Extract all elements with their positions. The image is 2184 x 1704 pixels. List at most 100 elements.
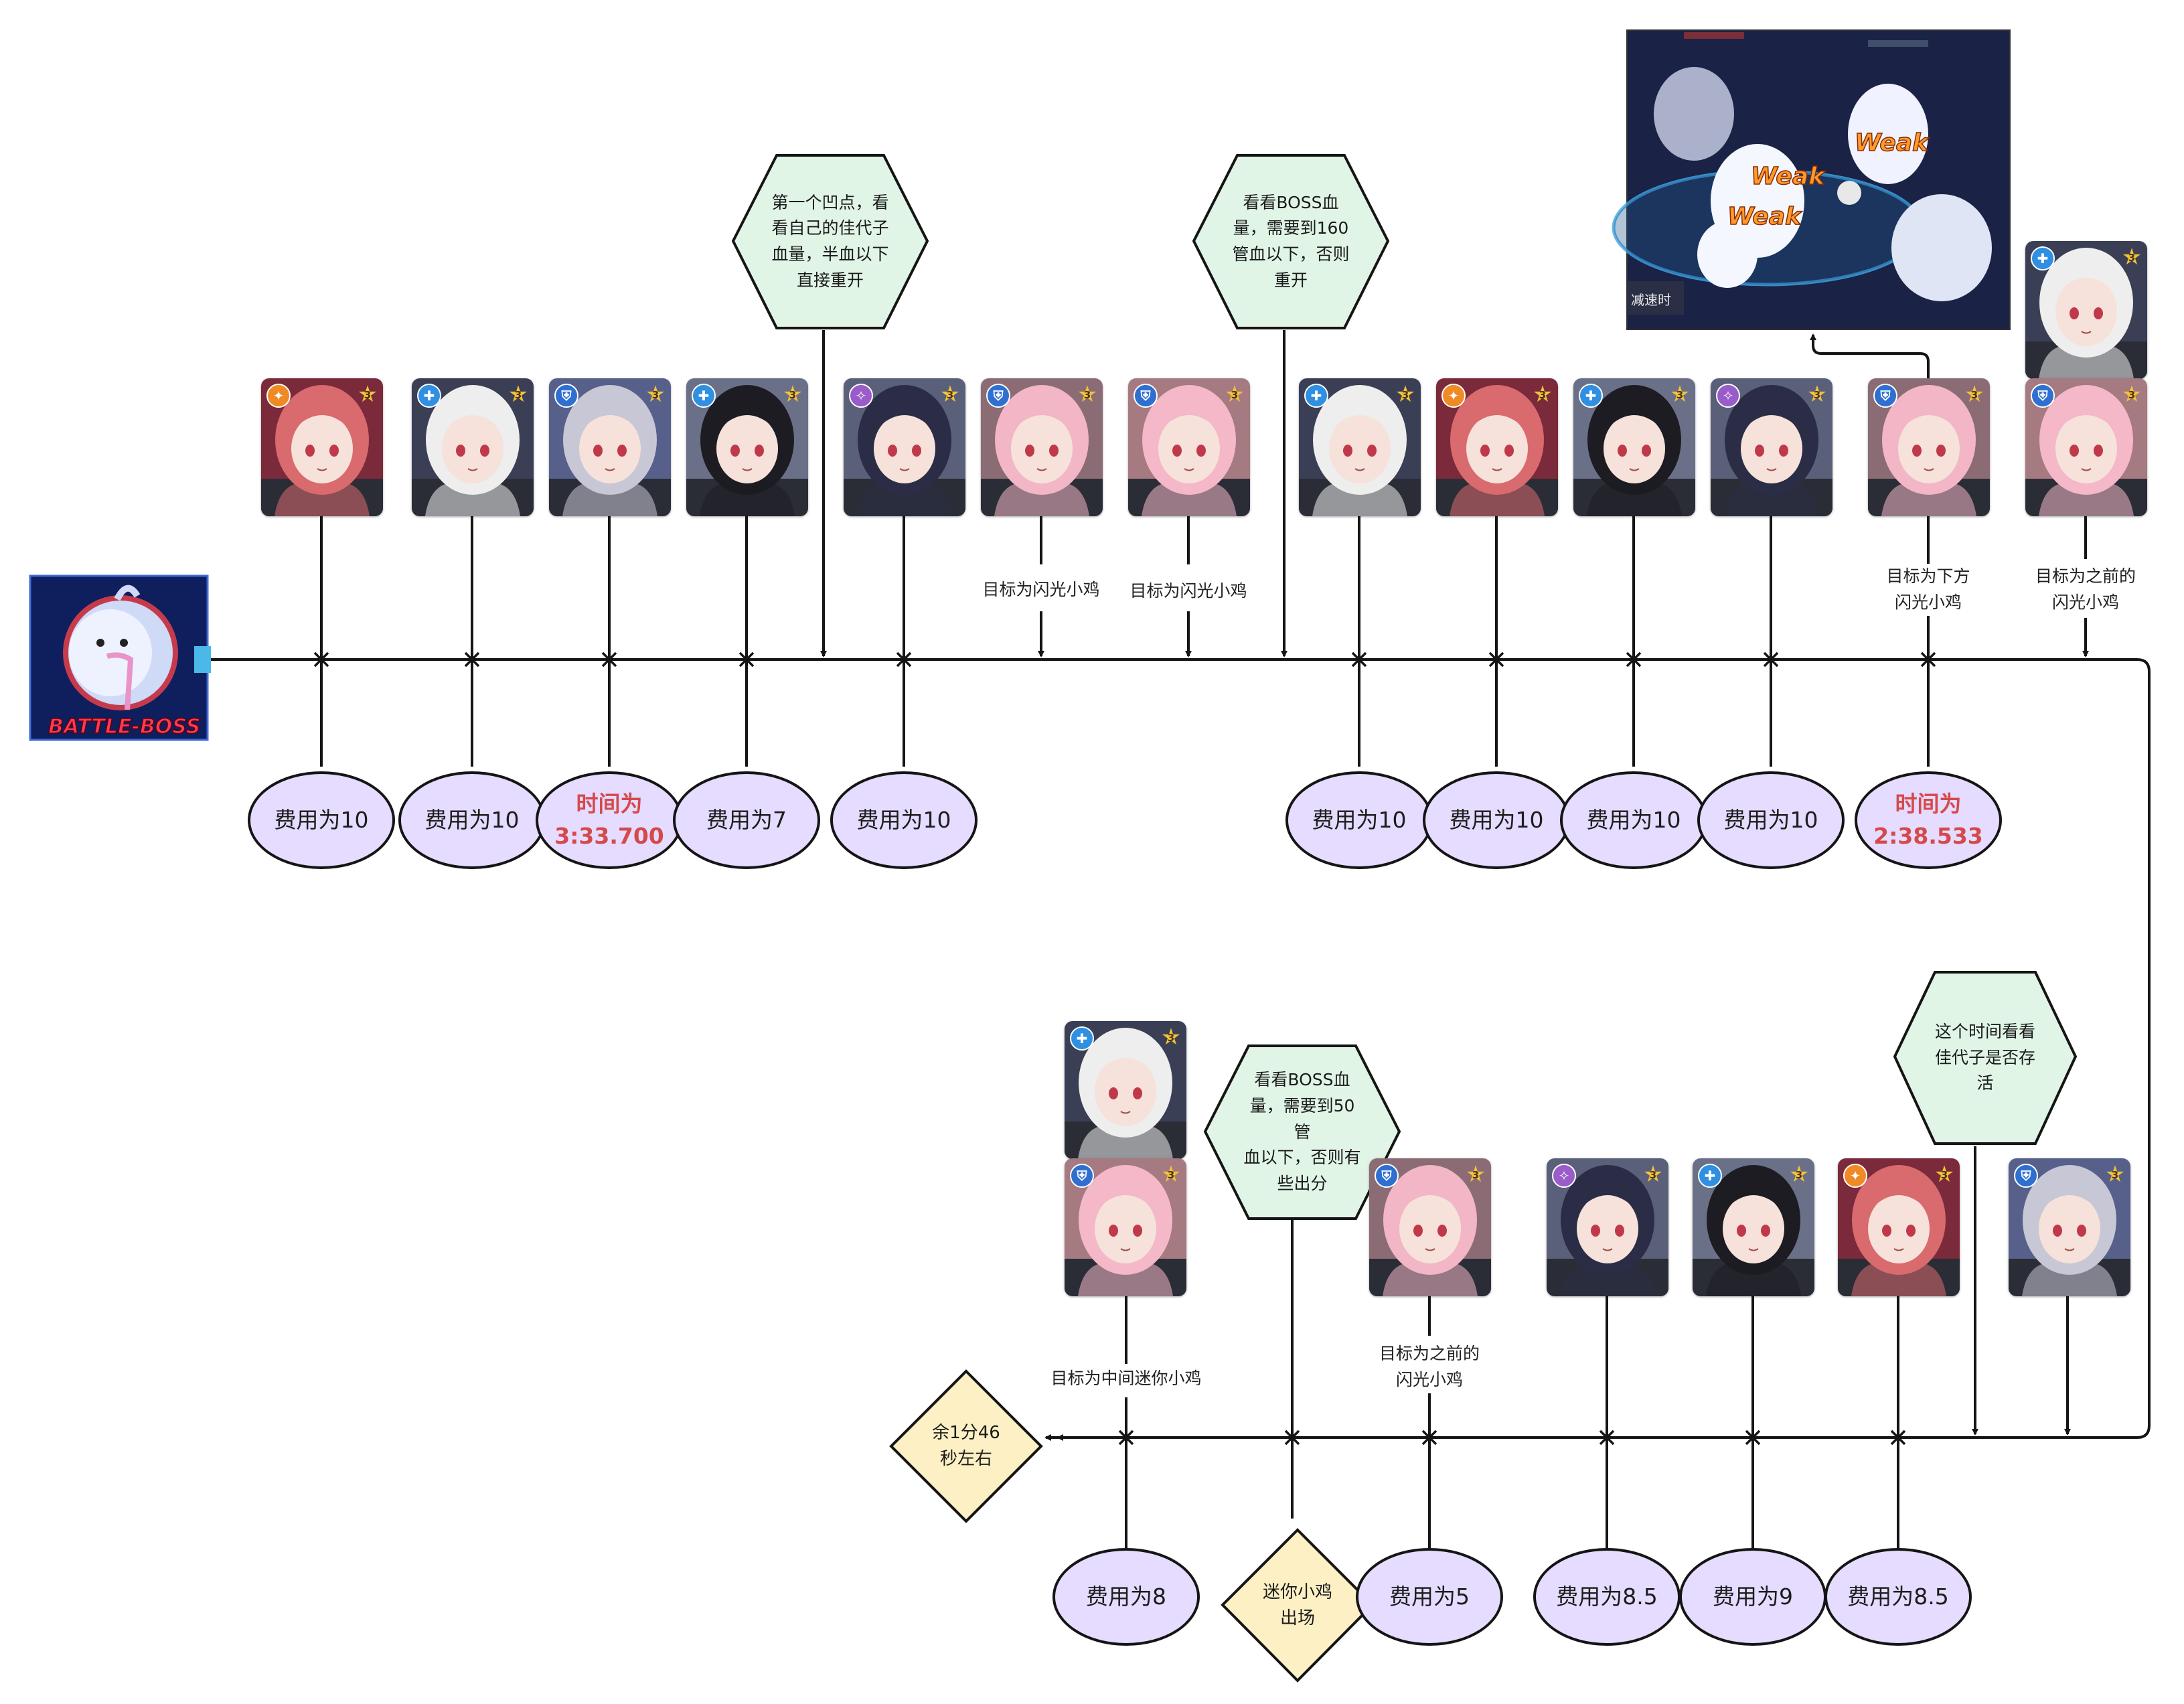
- star-rank-icon: ★3: [939, 381, 961, 408]
- role-striker-icon: ✦: [1843, 1164, 1867, 1188]
- cost-ellipse: 费用为7: [673, 771, 820, 869]
- time-value: 3:33.700: [554, 823, 664, 849]
- pink-tank-student-card-3: ⛨ ★3: [1065, 1158, 1186, 1296]
- role-special-icon: ✚: [1070, 1026, 1094, 1051]
- star-rank-icon: ★3: [1934, 1161, 1955, 1188]
- star-rank-icon: ★3: [1532, 381, 1553, 408]
- note-hexagon-shape: [731, 154, 929, 329]
- star-rank-icon: ★3: [1395, 381, 1416, 408]
- role-mystic-icon: ✧: [849, 384, 873, 408]
- target-label: 目标为闪光小鸡: [1121, 578, 1255, 605]
- role-mystic-icon: ✧: [1552, 1164, 1576, 1188]
- star-rank-value: 3: [1649, 1169, 1657, 1181]
- target-label: 目标为中间迷你小鸡: [1039, 1366, 1213, 1392]
- boss-logo-icon: [29, 574, 211, 741]
- star-rank-value: 3: [1813, 389, 1821, 401]
- white-black-student-card: ✚ ★3: [1299, 378, 1421, 516]
- star-rank-value: 3: [946, 389, 954, 401]
- star-rank-icon: ★3: [1077, 381, 1098, 408]
- portrait-icon: [1693, 1158, 1814, 1296]
- star-rank-value: 3: [1795, 1169, 1803, 1181]
- portrait-icon: [686, 378, 808, 516]
- white-black-student-card: ✚ ★3: [412, 378, 534, 516]
- silver-tank-student-card: ⛨ ★3: [549, 378, 671, 516]
- cost-ellipse: 费用为8.5: [1533, 1548, 1681, 1646]
- cost-ellipse: 费用为10: [1560, 771, 1707, 869]
- pink-tank-duo-card-1: ⛨ ★3: [981, 378, 1103, 516]
- pink-tank-duo-card-2: ⛨★3: [1868, 378, 1990, 516]
- time-value: 2:38.533: [1873, 823, 1983, 849]
- pink-red-student-card: ✦ ★3: [1436, 378, 1558, 516]
- cost-ellipse: 费用为5: [1356, 1548, 1503, 1646]
- target-label: 目标为闪光小鸡: [974, 577, 1108, 603]
- star-rank-value: 3: [1472, 1169, 1480, 1181]
- pink-tank-student-card-2: ⛨★3: [2025, 378, 2147, 516]
- role-tank-icon: ⛨: [2014, 1164, 2038, 1188]
- pink-tank-duo-card-3: ⛨★3: [1369, 1158, 1491, 1296]
- weak-label: Weak: [1751, 163, 1826, 190]
- role-tank-icon: ⛨: [986, 384, 1010, 408]
- star-rank-icon: ★3: [1160, 1024, 1182, 1051]
- star-rank-icon: ★3: [1642, 1161, 1664, 1188]
- time-ellipse: 时间为 2:38.533: [1855, 771, 2002, 869]
- star-rank-value: 3: [1940, 1169, 1948, 1181]
- black-long-hair-student-card: ✚★3: [1573, 378, 1695, 516]
- star-rank-value: 3: [1167, 1032, 1175, 1044]
- cost-ellipse: 费用为8.5: [1824, 1548, 1972, 1646]
- time-label: 时间为: [576, 791, 643, 818]
- portrait-icon: [549, 378, 671, 516]
- role-tank-icon: ⛨: [2031, 384, 2055, 408]
- star-rank-value: 3: [2128, 389, 2136, 401]
- cost-ellipse: 费用为10: [398, 771, 546, 869]
- role-special-icon: ✚: [1698, 1164, 1722, 1188]
- star-rank-icon: ★3: [1806, 381, 1828, 408]
- white-black-student-card: ✚ ★3: [2025, 241, 2147, 379]
- note-check-kayoko-hp: 第一个凹点，看 看自己的佳代子 血量，半血以下 直接重开: [771, 192, 889, 290]
- role-special-icon: ✚: [417, 384, 441, 408]
- role-mystic-icon: ✧: [1716, 384, 1740, 408]
- dark-bun-student-card: ✧ ★3: [1711, 378, 1832, 516]
- cost-ellipse: 费用为10: [1423, 771, 1570, 869]
- role-special-icon: ✚: [2031, 246, 2055, 270]
- star-rank-value: 3: [1539, 389, 1547, 401]
- star-rank-icon: ★3: [645, 381, 666, 408]
- dark-bun-student-card: ✧ ★3: [1547, 1158, 1668, 1296]
- star-rank-icon: ★3: [508, 381, 529, 408]
- star-rank-icon: ★3: [2104, 1161, 2126, 1188]
- star-rank-icon: ★3: [1465, 1161, 1486, 1188]
- cost-ellipse: 费用为9: [1679, 1548, 1826, 1646]
- mini-chick-appears-diamond: 迷你小鸡 出场: [1262, 1581, 1332, 1628]
- cost-ellipse: 费用为10: [1285, 771, 1433, 869]
- portrait-icon: [1369, 1158, 1491, 1296]
- portrait-icon: [1065, 1158, 1186, 1296]
- star-rank-value: 3: [1167, 1169, 1175, 1181]
- star-rank-icon: ★3: [357, 381, 378, 408]
- remaining-time-diamond: 余1分46 秒左右: [932, 1423, 1000, 1469]
- star-rank-value: 3: [1401, 389, 1409, 401]
- star-rank-icon: ★3: [1964, 381, 1985, 408]
- role-special-icon: ✚: [1304, 384, 1328, 408]
- star-rank-icon: ★3: [1160, 1161, 1182, 1188]
- note-check-kayoko-alive: 这个时间看看 佳代子是否存 活: [1934, 1021, 2035, 1093]
- pink-tank-student-card-1: ⛨★3: [1128, 378, 1250, 516]
- black-long-hair-student-card: ✚★3: [686, 378, 808, 516]
- cost-ellipse: 费用为10: [830, 771, 978, 869]
- star-rank-icon: ★3: [2121, 244, 2142, 270]
- boss-logo-text: BATTLE-BOSS: [48, 715, 200, 739]
- role-tank-icon: ⛨: [554, 384, 578, 408]
- portrait-icon: [261, 378, 383, 516]
- target-label: 目标为之前的 闪光小鸡: [2025, 564, 2146, 616]
- star-rank-value: 3: [1676, 389, 1684, 401]
- star-rank-icon: ★3: [1788, 1161, 1810, 1188]
- top-timeline: [208, 658, 2151, 1441]
- dark-bun-student-card: ✧ ★3: [844, 378, 965, 516]
- star-rank-value: 3: [1970, 389, 1978, 401]
- weak-label: Weak: [1855, 129, 1930, 157]
- role-striker-icon: ✦: [1441, 384, 1466, 408]
- time-label: 时间为: [1895, 791, 1962, 818]
- screenshot-corner-text: 减速时: [1631, 292, 1671, 308]
- role-tank-icon: ⛨: [1070, 1164, 1094, 1188]
- star-rank-value: 3: [2111, 1169, 2119, 1181]
- silver-tank-student-card: ⛨ ★3: [2009, 1158, 2130, 1296]
